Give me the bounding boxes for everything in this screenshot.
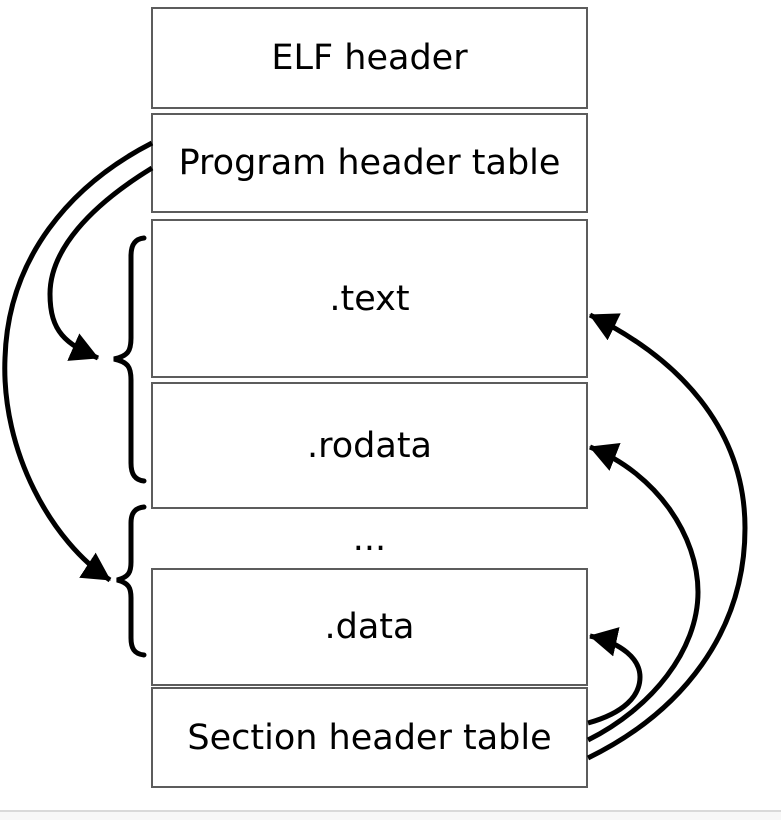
box-rodata-section: .rodata bbox=[151, 382, 588, 509]
ellipsis-row: ... bbox=[151, 509, 588, 568]
shdr-to-rodata-arrow bbox=[586, 443, 701, 743]
box-elf-header-label: ELF header bbox=[271, 38, 468, 78]
segment2-brace bbox=[116, 504, 147, 658]
box-program-header-table: Program header table bbox=[151, 113, 588, 213]
box-text-section: .text bbox=[151, 219, 588, 378]
box-section-header-table: Section header table bbox=[151, 687, 588, 788]
phdr-to-segment1-arrow bbox=[47, 165, 154, 361]
box-elf-header: ELF header bbox=[151, 7, 588, 109]
ellipsis-label: ... bbox=[352, 518, 387, 559]
box-rodata-section-label: .rodata bbox=[307, 425, 432, 466]
segment1-brace bbox=[113, 235, 147, 484]
box-program-header-table-label: Program header table bbox=[178, 143, 561, 183]
phdr-to-segment2-arrow bbox=[2, 140, 154, 583]
page-bottom-divider bbox=[0, 810, 781, 820]
box-data-section-label: .data bbox=[324, 607, 415, 647]
box-text-section-label: .text bbox=[329, 278, 410, 319]
shdr-to-data-arrow bbox=[587, 627, 643, 726]
shdr-to-text-arrow bbox=[586, 312, 748, 761]
box-data-section: .data bbox=[151, 568, 588, 686]
box-section-header-table-label: Section header table bbox=[187, 717, 552, 758]
